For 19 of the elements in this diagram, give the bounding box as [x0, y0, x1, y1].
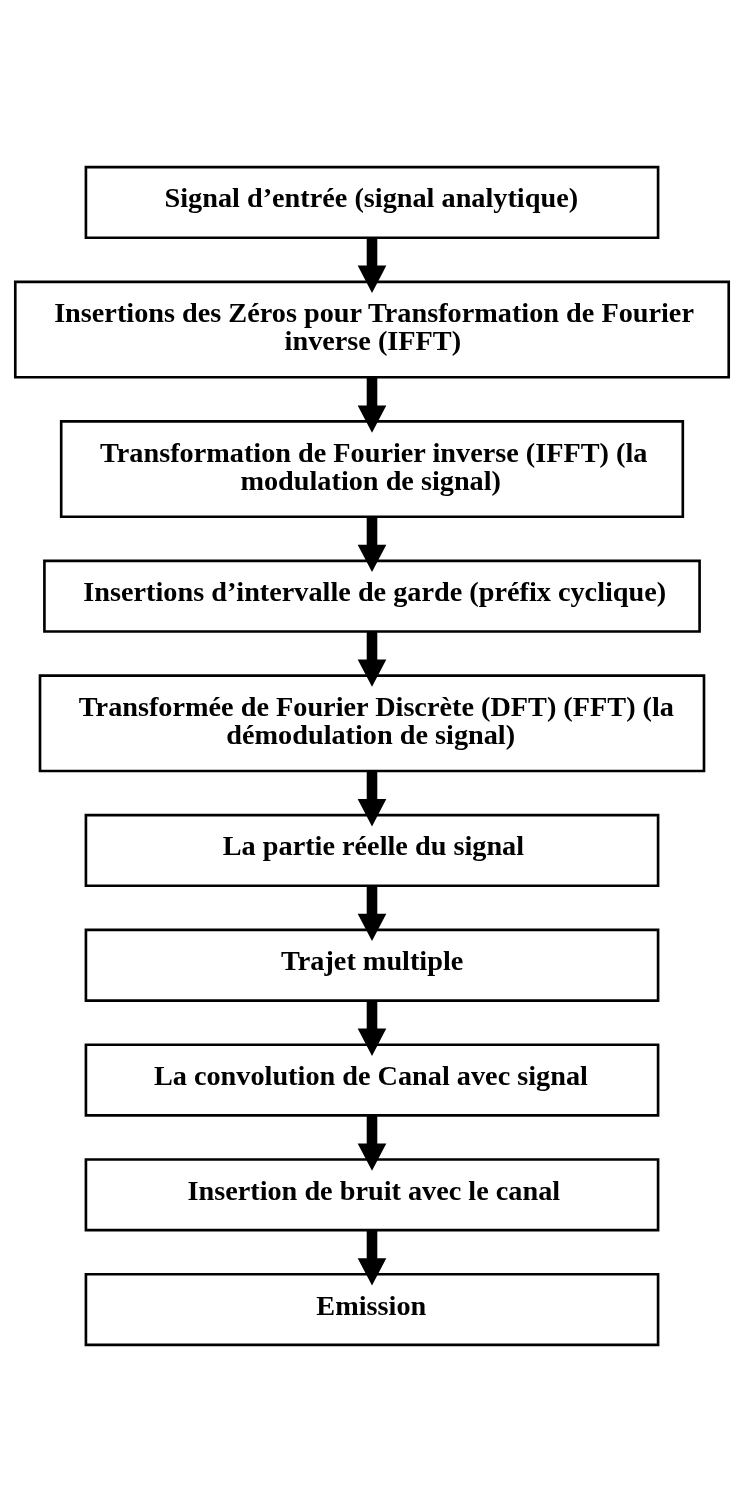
node-box: Insertions des Zéros pour Transformation de Fourier inverse (IFFT) — [13, 280, 731, 379]
arrow — [357, 1230, 387, 1286]
arrow — [357, 377, 387, 433]
node-box: La convolution de Canal avec signal — [84, 1043, 660, 1117]
node-box: Signal d’entrée (signal analytique) — [84, 165, 660, 240]
arrow — [357, 771, 387, 827]
arrow — [357, 237, 387, 293]
node-box: Emission — [84, 1272, 660, 1347]
node-box: Insertions d’intervalle de garde (préfix cyclique) — [43, 559, 701, 633]
node-box: La partie réelle du signal — [84, 813, 660, 888]
node-box: Insertion de bruit avec le canal — [84, 1158, 660, 1232]
arrow — [357, 886, 387, 942]
node-box: Transformée de Fourier Discrète (DFT) (FFT) (la démodulation de signal) — [38, 674, 706, 773]
arrow — [357, 1001, 387, 1056]
node-box: Trajet multiple — [84, 928, 660, 1002]
arrow — [357, 516, 387, 573]
node-box: Transformation de Fourier inverse (IFFT) (la modulation de signal) — [59, 420, 685, 519]
arrow — [357, 1115, 387, 1171]
arrow — [357, 631, 387, 687]
